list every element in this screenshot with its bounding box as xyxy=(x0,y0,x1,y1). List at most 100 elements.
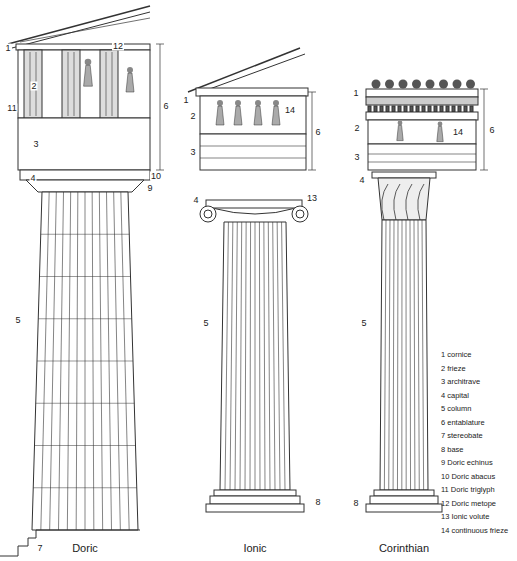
corinthian-capital xyxy=(378,178,430,220)
acanthus-leaf xyxy=(406,184,412,220)
drawing-block xyxy=(410,106,413,112)
drawing-block xyxy=(374,106,377,112)
drawing-line xyxy=(0,530,140,556)
callout-number: 11 xyxy=(6,104,17,113)
callout-number: 13 xyxy=(306,194,318,203)
key-entry: 10 Doric abacus xyxy=(441,473,495,481)
key-entry: 7 stereobate xyxy=(441,432,483,440)
drawing-block xyxy=(464,106,467,112)
callout-number: 2 xyxy=(189,112,196,121)
drawing-line xyxy=(225,222,228,490)
acroterion xyxy=(453,80,462,89)
drawing-line xyxy=(8,6,150,44)
drawing-block xyxy=(398,106,401,112)
drawing-block xyxy=(200,96,306,134)
drawing-block xyxy=(24,50,42,118)
drawing-block xyxy=(16,44,150,50)
drawing-line xyxy=(389,220,390,490)
callout-number: 4 xyxy=(29,174,36,183)
ionic-order xyxy=(188,48,316,512)
callout-number: 3 xyxy=(32,140,39,149)
sculpture-body xyxy=(397,125,403,140)
drawing-block xyxy=(62,50,80,118)
callout-number: 2 xyxy=(30,82,37,91)
sculpture-body xyxy=(437,126,443,141)
callout-number: 1 xyxy=(182,96,189,105)
drawing-block xyxy=(422,106,425,112)
acroterion xyxy=(399,80,408,89)
drawing-block xyxy=(368,106,371,112)
drawing-line xyxy=(40,276,131,277)
drawing-line xyxy=(41,234,130,235)
sculpture-head xyxy=(273,100,279,106)
order-name: Doric xyxy=(72,543,98,554)
drawing-line xyxy=(368,154,476,155)
drawing-block xyxy=(440,106,443,112)
ionic-volute xyxy=(292,206,308,222)
callout-number: 6 xyxy=(488,126,495,135)
key-entry: 8 base xyxy=(441,446,464,454)
callout-number: 6 xyxy=(162,102,169,111)
column-shaft xyxy=(32,192,138,530)
doric-echinus xyxy=(26,180,144,192)
drawing-block xyxy=(416,106,419,112)
drawing-line xyxy=(393,220,395,490)
drawing-block xyxy=(374,490,434,496)
drawing-line xyxy=(268,222,270,490)
sculpture-head xyxy=(127,67,133,73)
key-entry: 6 entablature xyxy=(441,419,485,427)
callout-number: 14 xyxy=(452,128,464,137)
drawing-line xyxy=(410,220,412,490)
callout-number: 10 xyxy=(150,172,162,181)
ionic-volute xyxy=(204,210,212,218)
callout-number: 8 xyxy=(352,499,359,508)
sculpture-head xyxy=(255,100,261,106)
drawing-line xyxy=(250,222,252,490)
drawing-line xyxy=(308,170,316,171)
ionic-volute xyxy=(296,210,304,218)
drawing-block xyxy=(428,106,431,112)
drawing-block xyxy=(372,172,436,178)
drawing-block xyxy=(368,120,476,144)
drawing-block xyxy=(366,89,478,97)
drawing-line xyxy=(401,220,402,490)
drawing-line xyxy=(312,92,313,170)
drawing-line xyxy=(245,222,246,490)
order-name: Corinthian xyxy=(379,543,429,554)
key-entry: 5 column xyxy=(441,405,471,413)
drawing-line xyxy=(188,48,300,92)
drawing-block xyxy=(210,496,300,504)
drawing-line xyxy=(68,52,69,116)
drawing-line xyxy=(35,445,136,446)
callout-number: 2 xyxy=(353,124,360,133)
callout-number: 4 xyxy=(192,196,199,205)
doric-order xyxy=(0,6,164,556)
sculpture-body xyxy=(234,106,242,125)
drawing-block xyxy=(206,200,302,208)
acroterion xyxy=(385,80,394,89)
sculpture-head xyxy=(398,121,403,126)
key-entry: 13 Ionic volute xyxy=(441,513,489,521)
drawing-block xyxy=(380,106,383,112)
callout-number: 12 xyxy=(112,42,124,51)
drawing-line xyxy=(422,220,424,490)
drawing-block xyxy=(368,144,476,170)
acanthus-leaf xyxy=(418,184,424,220)
ionic-volute xyxy=(200,206,216,222)
drawing-line xyxy=(74,52,75,116)
drawing-line xyxy=(240,222,242,490)
sculpture-body xyxy=(126,73,134,92)
callout-number: 6 xyxy=(314,128,321,137)
callout-number: 3 xyxy=(353,153,360,162)
column-shaft xyxy=(220,222,290,490)
drawing-line xyxy=(480,89,488,90)
acroterion xyxy=(426,80,435,89)
drawing-line xyxy=(112,52,113,116)
drawing-block xyxy=(386,106,389,112)
drawing-line xyxy=(273,222,275,490)
callout-number: 9 xyxy=(146,184,153,193)
acroterion xyxy=(439,80,448,89)
sculpture-body xyxy=(254,106,262,125)
drawing-line xyxy=(36,403,135,404)
